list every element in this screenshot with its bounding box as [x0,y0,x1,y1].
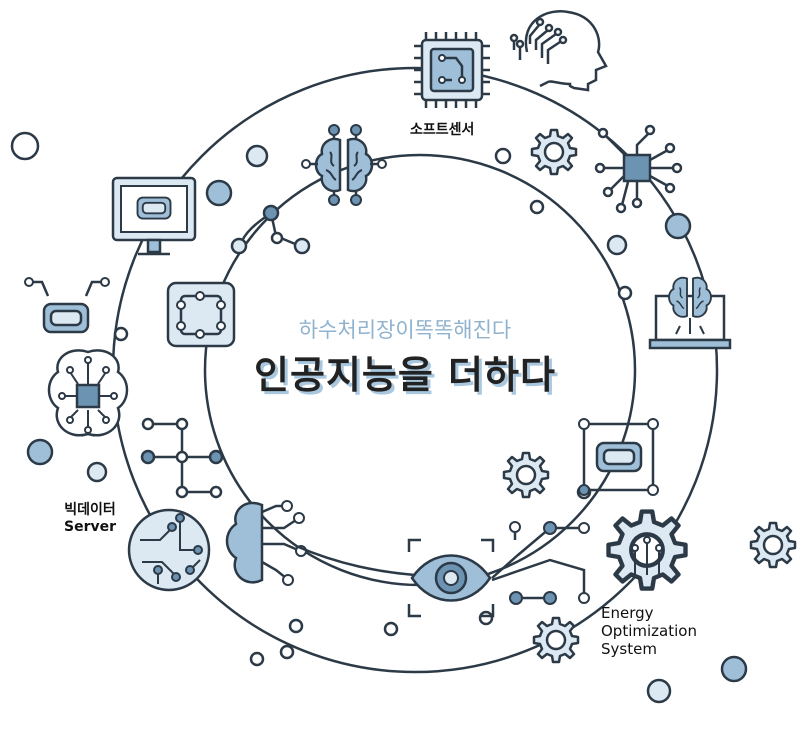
laptop-brain-icon [648,276,732,350]
center-title: 인공지능을 더하다 [254,353,556,397]
gear-icon [749,521,797,569]
energy-label-line1: Energy [601,604,654,622]
square-node-icon [166,281,236,348]
energy-label-line3: System [601,640,657,658]
monitor-robot-icon [111,176,197,256]
head-circuit-icon [509,10,608,92]
network-chip-icon [594,124,683,214]
decorative-dots [10,131,748,704]
eye-scan-icon [407,538,495,618]
brain-chip-icon [47,349,129,437]
energy-label-line2: Optimization [601,622,697,640]
sensor-label: 소프트센서 [410,122,475,138]
brain-half-icon [225,500,307,586]
circuit-node-icon [230,204,311,255]
chip-icon [414,32,490,108]
bigdata-label-line1: 빅데이터 [64,502,116,518]
circuit-grid-icon [140,417,224,499]
bigdata-label: 빅데이터 Server [50,502,130,536]
globe-circuit-icon [127,508,211,592]
vr-headset-icon [24,277,110,334]
vr-frame-icon [578,418,659,496]
bigdata-label-line2: Server [63,518,116,535]
gear-icon [532,616,580,664]
gear-icon [502,451,550,499]
gear-icon [530,128,578,176]
brain-icon [301,124,387,206]
center-subtitle: 하수처리장이똑똑해진다 [298,318,512,342]
energy-label: Energy Optimization System [601,604,697,658]
